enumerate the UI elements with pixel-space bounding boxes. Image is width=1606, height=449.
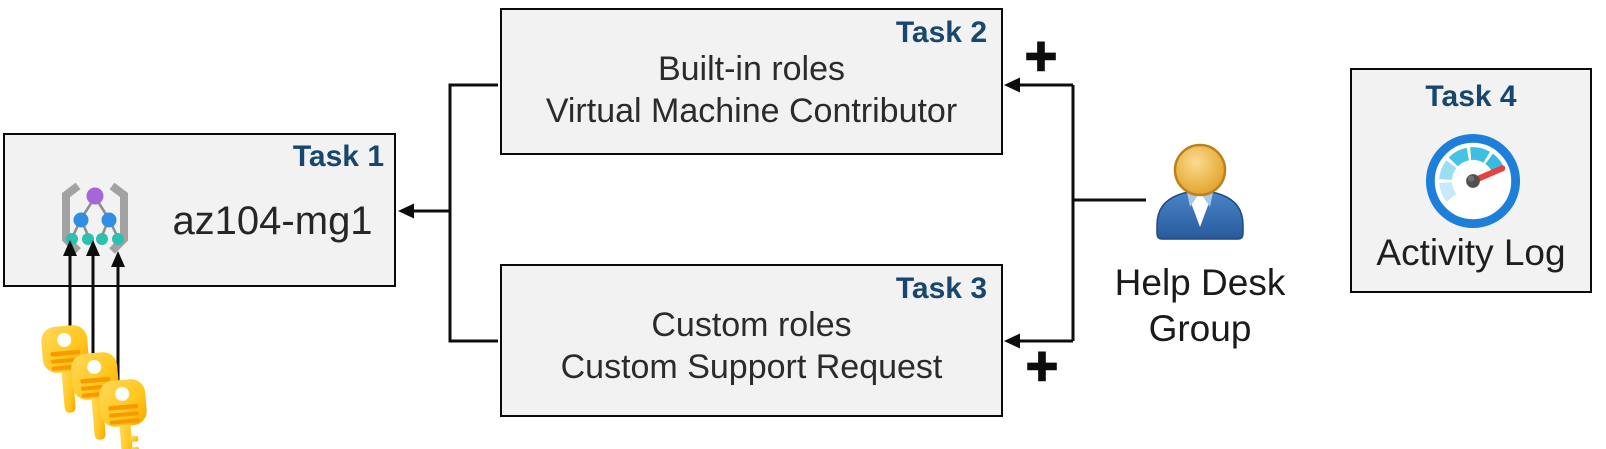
helpdesk-caption-line2: Group bbox=[1148, 308, 1252, 349]
helpdesk-group-caption: Help Desk Group bbox=[1105, 260, 1295, 352]
leaf-node bbox=[96, 233, 108, 245]
gauge-segment bbox=[1470, 147, 1490, 164]
task3-text: Custom roles Custom Support Request bbox=[502, 304, 1001, 388]
key-icon bbox=[71, 352, 119, 440]
task4-label: Task 4 bbox=[1425, 80, 1517, 113]
person-head bbox=[1173, 143, 1227, 197]
task3-label: Task 3 bbox=[895, 272, 987, 305]
task4-caption: Activity Log bbox=[1376, 232, 1566, 273]
plus-icon-task2: + bbox=[1024, 24, 1058, 87]
gauge-segment bbox=[1439, 181, 1457, 202]
child-node bbox=[101, 212, 117, 228]
connector-roles-bracket bbox=[448, 83, 498, 343]
task3-box: Task 3 Custom roles Custom Support Reque… bbox=[500, 264, 1003, 417]
gauge-segment bbox=[1448, 147, 1470, 167]
management-group-name: az104-mg1 bbox=[172, 199, 373, 243]
leaf-node bbox=[66, 233, 78, 245]
task2-box: Task 2 Built-in roles Virtual Machine Co… bbox=[500, 8, 1003, 155]
child-node bbox=[73, 212, 89, 228]
task2-line1: Built-in roles bbox=[657, 50, 846, 88]
task2-line2: Virtual Machine Contributor bbox=[545, 92, 958, 130]
root-node bbox=[86, 187, 104, 205]
key-icon bbox=[99, 379, 147, 449]
helpdesk-caption-line1: Help Desk bbox=[1114, 262, 1286, 303]
task2-text: Built-in roles Virtual Machine Contribut… bbox=[502, 48, 1001, 132]
gauge-hub-highlight bbox=[1467, 175, 1475, 182]
arrowhead bbox=[398, 203, 414, 219]
user-person-icon bbox=[1156, 143, 1244, 240]
leaf-node bbox=[112, 233, 124, 245]
task3-line1: Custom roles bbox=[651, 306, 852, 344]
three-keys-icon bbox=[41, 325, 147, 449]
plus-icon-task3: + bbox=[1025, 334, 1059, 397]
management-group-icon bbox=[62, 182, 128, 254]
tree-edges bbox=[70, 196, 120, 239]
leaf-node bbox=[82, 233, 94, 245]
activity-log-gauge-icon bbox=[1425, 133, 1521, 229]
task1-label: Task 1 bbox=[292, 140, 384, 173]
task1-box: Task 1 az104-mg1 bbox=[3, 133, 396, 287]
task2-label: Task 2 bbox=[895, 16, 987, 49]
task3-line2: Custom Support Request bbox=[560, 348, 943, 386]
task4-box: Task 4 Activity Log bbox=[1350, 68, 1592, 293]
gauge-segment bbox=[1439, 160, 1457, 181]
